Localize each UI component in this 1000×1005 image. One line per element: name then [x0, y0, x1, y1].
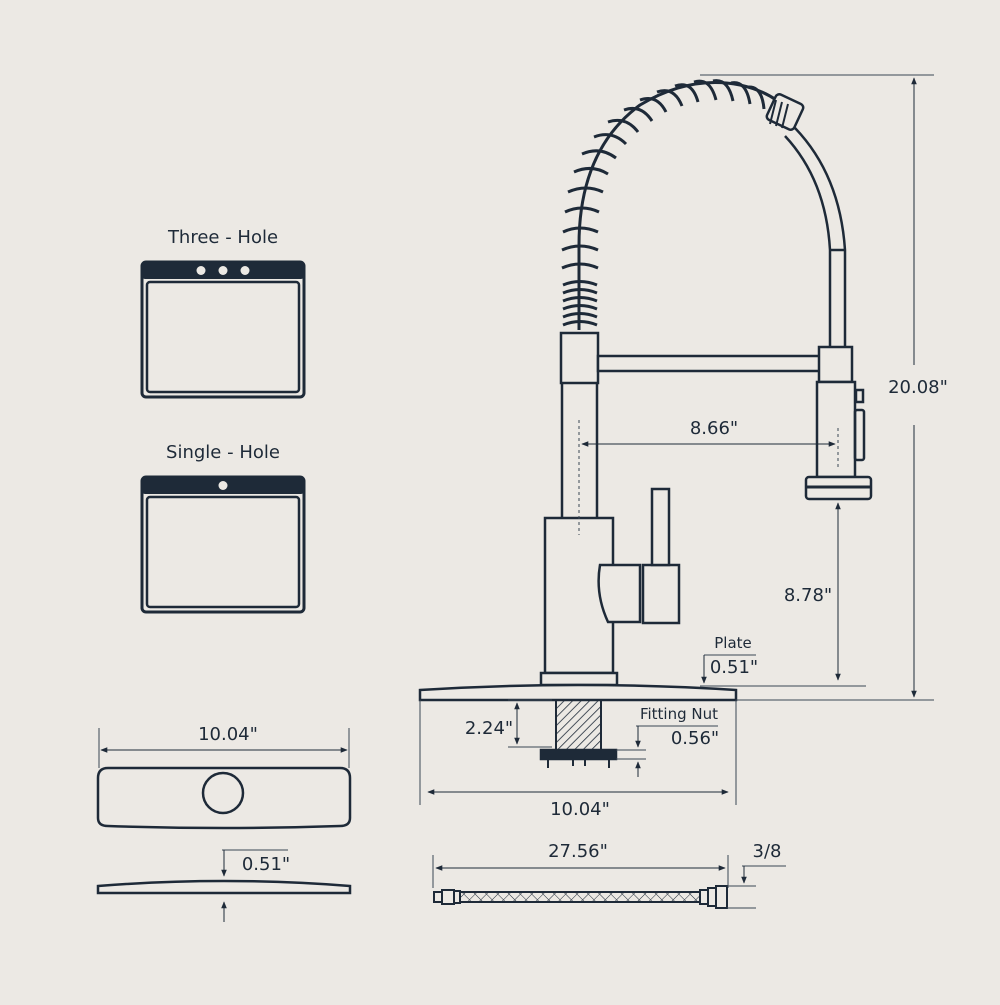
plate-title: Plate	[714, 634, 752, 652]
spring-coil	[561, 79, 766, 327]
base-width-label: 10.04"	[550, 799, 610, 820]
plate-hole	[201, 771, 245, 815]
single-hole-label: Single - Hole	[166, 442, 280, 463]
deck-plate-drawing: 10.04" 0.51"	[96, 724, 352, 922]
hose-braid	[459, 891, 701, 903]
faucet-drawing	[418, 79, 873, 768]
spout-height-label: 8.78"	[784, 585, 832, 606]
three-hole-label: Three - Hole	[167, 227, 278, 248]
plate-thickness-label: 0.51"	[242, 854, 290, 875]
three-hole-sink: Three - Hole	[140, 227, 306, 399]
shank-label: 2.24"	[465, 718, 513, 739]
faucet-dimensions: 20.08" 8.66" 8.78" Plate 0.51" 2.24" Fit…	[419, 74, 948, 820]
plate-side-view	[96, 879, 352, 895]
spout-hose-core	[577, 81, 792, 330]
connector-size-label: 3/8	[753, 841, 782, 862]
single-hole-sink-icon	[140, 475, 306, 614]
plate-width-label: 10.04"	[198, 724, 258, 745]
single-hole-sink: Single - Hole	[140, 442, 306, 614]
fitting-nut-label: 0.56"	[671, 728, 719, 749]
plate-top-view	[96, 766, 352, 830]
plate-thickness-label-faucet: 0.51"	[710, 657, 758, 678]
hose-length-label: 27.56"	[548, 841, 608, 862]
height-label: 20.08"	[888, 377, 948, 398]
supply-hose-drawing: 27.56" 3/8	[432, 841, 786, 909]
reach-label: 8.66"	[690, 418, 738, 439]
three-hole-sink-icon	[140, 260, 306, 399]
fitting-nut-title: Fitting Nut	[640, 705, 718, 723]
